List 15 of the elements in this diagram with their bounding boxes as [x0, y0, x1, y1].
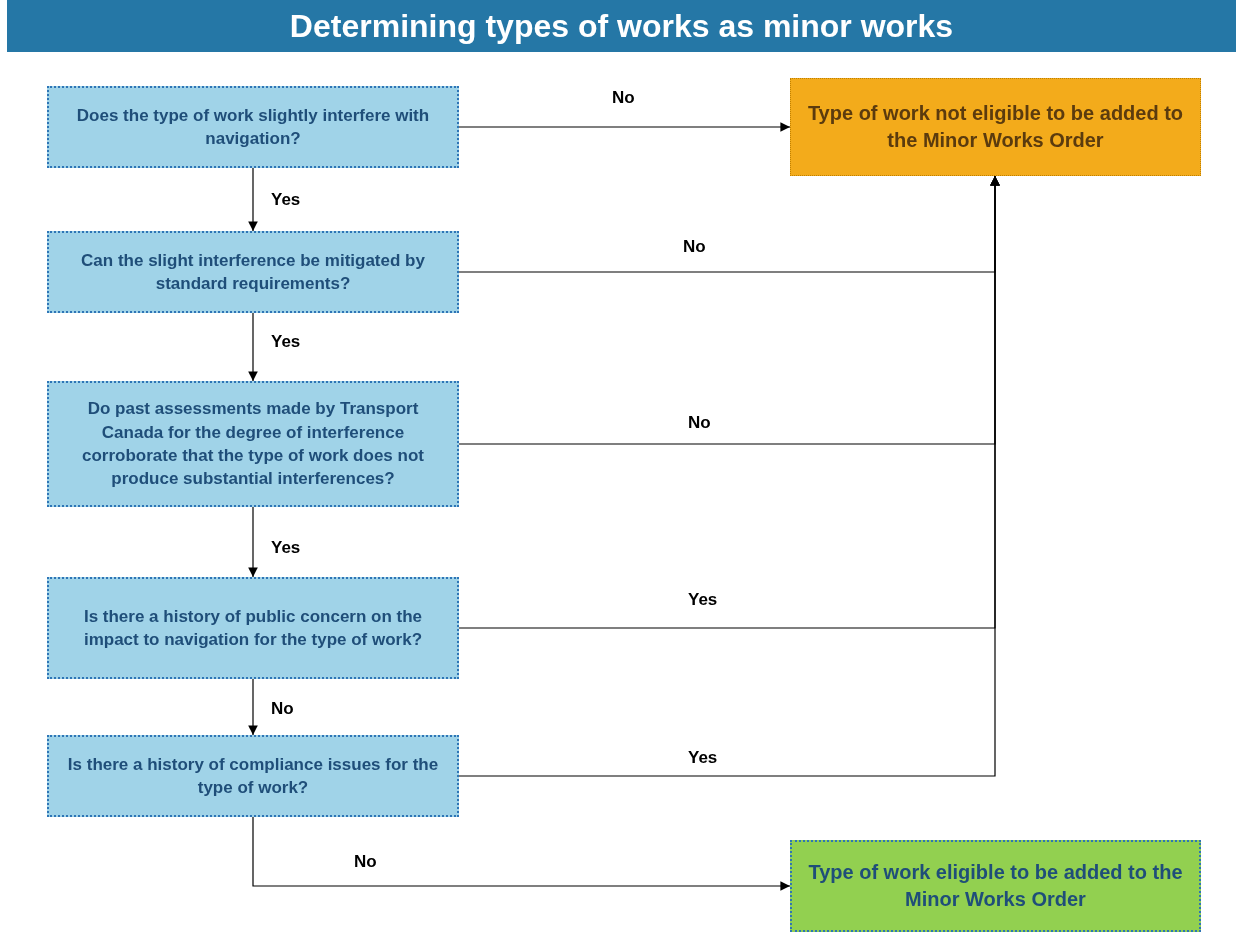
arrow: [458, 122, 791, 132]
arrow: [248, 167, 258, 232]
arrow: [248, 312, 258, 382]
decision-box: Do past assessments made by Transport Canada for the degree of interference corroborate that the type of work does not produce substantial interferences?: [47, 381, 459, 507]
decision-box: Is there a history of compliance issues for the type of work?: [47, 735, 459, 817]
arrow: [458, 175, 1000, 777]
outcome-box: Type of work not eligible to be added to the Minor Works Order: [790, 78, 1201, 176]
arrow: [248, 506, 258, 578]
arrow: [248, 678, 258, 736]
decision-box: Can the slight interference be mitigated by standard requirements?: [47, 231, 459, 313]
arrow: [252, 816, 791, 891]
decision-box: Is there a history of public concern on the impact to navigation for the type of work?: [47, 577, 459, 679]
outcome-box: Type of work eligible to be added to the Minor Works Order: [790, 840, 1201, 932]
title-bar: Determining types of works as minor works: [7, 0, 1236, 52]
decision-box: Does the type of work slightly interfere with navigation?: [47, 86, 459, 168]
